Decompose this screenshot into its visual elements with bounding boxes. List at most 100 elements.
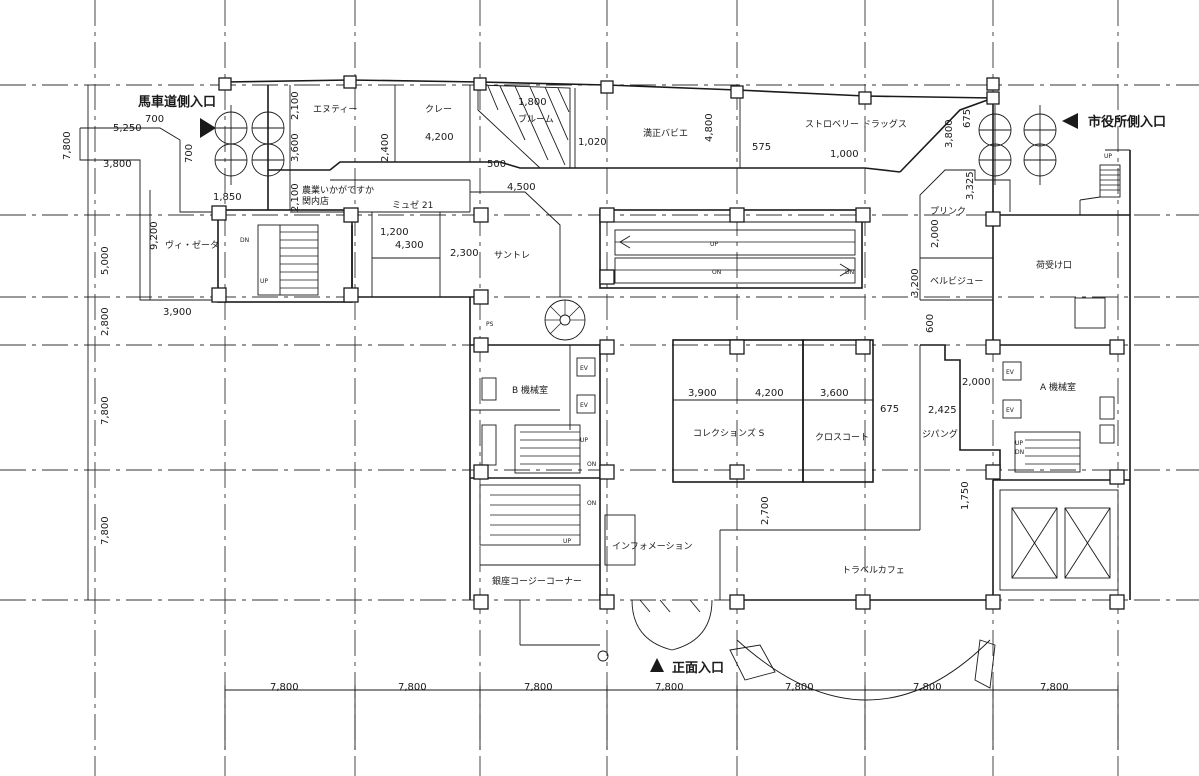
dim-1850: 1,850 (213, 192, 242, 203)
dim-1800: 1,800 (518, 97, 547, 108)
stair-northeast (1079, 164, 1121, 215)
carriage-entrance-arrow-icon (200, 118, 216, 138)
label-ev-a2: EV (1006, 407, 1015, 414)
room-information: インフォメーション (612, 542, 693, 552)
dim-2000-c: 2,000 (962, 377, 991, 388)
dim-left-9200: 9,200 (149, 221, 160, 250)
dim-bottom-1: 7,800 (270, 682, 299, 693)
stair-label-up-west: UP (260, 278, 268, 285)
dim-600: 600 (925, 314, 936, 333)
ev-a2 (1002, 399, 1022, 419)
dim-bottom-5: 7,800 (785, 682, 814, 693)
room-collections: コレクションズ S (693, 427, 765, 439)
room-belbijou: ベルビジュー (930, 276, 983, 287)
dim-bottom-4: 7,800 (655, 682, 684, 693)
dim-575: 575 (752, 142, 771, 153)
stair-b (479, 424, 581, 546)
stair-west (257, 224, 319, 296)
label-ev-b2: EV (580, 402, 589, 409)
dim-3200: 3,200 (910, 268, 921, 297)
stair-label-up-a: UP (1015, 440, 1023, 447)
dim-2425: 2,425 (928, 405, 957, 416)
dim-675-r: 675 (962, 109, 973, 128)
room-kure: クレー (425, 104, 452, 115)
dim-2700: 2,700 (760, 496, 771, 525)
x-panels (1011, 507, 1111, 579)
stair-label-on-b2: ON (587, 500, 596, 507)
room-kanko-1: 農業いかがですか (302, 184, 374, 196)
stair-label-dn-esc-end: DN (845, 269, 854, 276)
ev-a1 (1002, 361, 1022, 381)
main-entrance-arrow-icon (650, 658, 664, 672)
dim-bottom-3: 7,800 (524, 682, 553, 693)
room-crosscourt: クロスコート (815, 432, 869, 443)
dim-1200: 1,200 (380, 227, 409, 238)
columns (211, 75, 1125, 610)
room-jipang: ジパング (922, 428, 958, 440)
dim-2300: 2,300 (450, 248, 479, 259)
room-pring: プリンク (930, 206, 966, 217)
revolving-doors-west (214, 105, 285, 185)
dim-left-4: 7,800 (100, 396, 111, 425)
room-santore: サントレ (494, 250, 530, 261)
dim-3800: 3,800 (103, 159, 132, 170)
dim-2100-a: 2,100 (290, 91, 301, 120)
cityhall-entrance-arrow-icon (1062, 113, 1078, 129)
stair-label-dn-west: DN (240, 237, 249, 244)
carriage-entrance-label: 馬車道側入口 (138, 94, 216, 110)
room-strawberry: ストロベリー ドラッグス (805, 118, 907, 130)
room-vizeta: ヴィ・ゼータ (165, 239, 219, 251)
revolving-doors-east (978, 105, 1057, 185)
dim-left-5: 7,800 (100, 516, 111, 545)
cityhall-entrance-label: 市役所側入口 (1088, 114, 1166, 130)
dim-1020: 1,020 (578, 137, 607, 148)
stair-label-dn-a: DN (1015, 449, 1024, 456)
dim-left-2: 5,000 (100, 246, 111, 275)
room-muse: ミュゼ 21 (392, 199, 433, 211)
dim-bottom-2: 7,800 (398, 682, 427, 693)
dim-4500: 4,500 (507, 182, 536, 193)
room-travelcafe: トラベルカフェ (842, 565, 905, 576)
ev-b1 (576, 357, 596, 377)
dim-left-3: 2,800 (100, 307, 111, 336)
dim-675-c: 675 (880, 404, 899, 415)
dim-3600-a: 3,600 (290, 133, 301, 162)
label-ev-b1: EV (580, 365, 589, 372)
dim-5250: 5,250 (113, 123, 142, 134)
stair-label-up-b2: UP (563, 538, 571, 545)
stair-label-up-esc: UP (710, 241, 718, 248)
room-b-machine: B 機械室 (512, 384, 548, 396)
dim-3325: 3,325 (965, 171, 976, 200)
dim-3900: 3,900 (163, 307, 192, 318)
dim-3600-c: 3,600 (820, 388, 849, 399)
dim-1750: 1,750 (960, 481, 971, 510)
dim-2000-r: 2,000 (930, 219, 941, 248)
ev-b2 (576, 394, 596, 414)
dim-bottom-7: 7,800 (1040, 682, 1069, 693)
main-entrance-label: 正面入口 (672, 661, 724, 676)
dim-bottom-6: 7,800 (913, 682, 942, 693)
stair-a (1014, 431, 1081, 473)
dim-4300: 4,300 (395, 240, 424, 251)
main-entrance-arc (519, 599, 996, 701)
bloom-hatch (477, 84, 571, 169)
dim-2100-b: 2,100 (290, 183, 301, 212)
dim-left-1: 7,800 (62, 131, 73, 160)
label-ps: PS (486, 321, 494, 328)
stair-label-up-b: UP (580, 437, 588, 444)
dim-700-top: 700 (145, 114, 164, 125)
dim-4800: 4,800 (704, 113, 715, 142)
stair-label-on-b: ON (587, 461, 596, 468)
room-rinsei: 満正バビエ (643, 128, 688, 139)
dim-1000: 1,000 (830, 149, 859, 160)
spiral-stair (544, 299, 586, 341)
dim-4200-c: 4,200 (755, 388, 784, 399)
stair-label-dn-esc: ON (712, 269, 721, 276)
room-esutei: エヌティー (313, 104, 357, 115)
stair-label-up-ne: UP (1104, 153, 1112, 160)
room-bloom: ブルーム (518, 113, 554, 125)
dim-4200-top: 4,200 (425, 132, 454, 143)
room-cozy: 銀座コージーコーナー (492, 575, 582, 587)
dim-3900-c: 3,900 (688, 388, 717, 399)
